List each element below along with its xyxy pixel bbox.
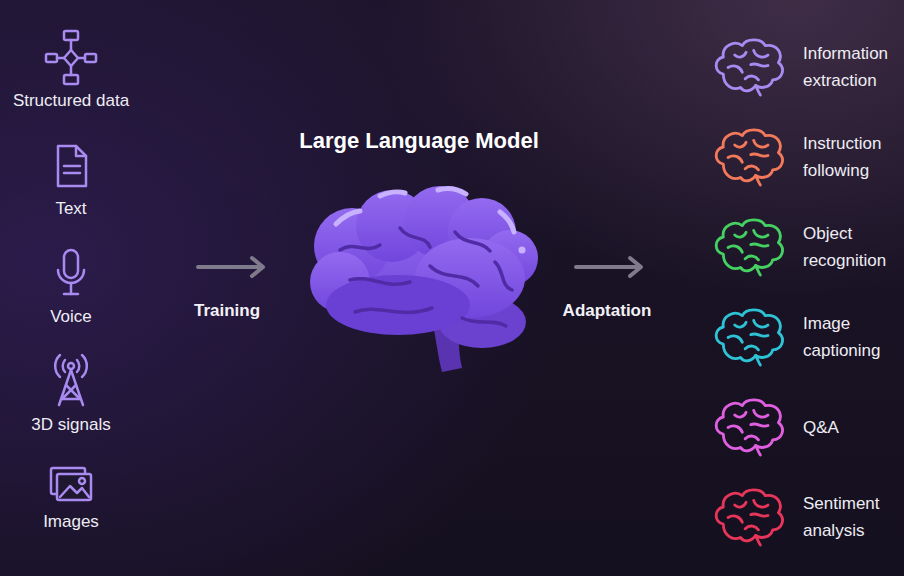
task-label: Instruction following <box>803 130 901 184</box>
brain-illustration <box>340 245 380 250</box>
model-title: Large Language Model <box>279 125 559 157</box>
images-icon <box>79 478 85 484</box>
model-node: Large Language Model <box>279 125 559 375</box>
brain-illustration <box>350 279 410 285</box>
task-item: Image captioning <box>706 302 901 372</box>
microphone-icon <box>58 250 84 294</box>
task-label: Sentiment analysis <box>803 490 901 544</box>
brain-icon <box>716 400 782 455</box>
document-icon <box>64 172 80 175</box>
task-item: Q&A <box>706 392 901 462</box>
task-label: Information extraction <box>803 40 901 94</box>
task-item: Information extraction <box>706 32 901 102</box>
brain-illustration <box>380 192 405 196</box>
antenna-icon <box>62 398 80 401</box>
brain-icon <box>716 40 782 95</box>
brain-icon <box>716 490 782 545</box>
brain-illustration <box>430 266 478 286</box>
flowchart-icon <box>85 54 96 62</box>
task-item: Sentiment analysis <box>706 482 901 552</box>
brain-illustration <box>326 275 470 335</box>
brain-illustration <box>462 318 506 326</box>
document-icon <box>58 146 86 186</box>
task-item: Instruction following <box>706 122 901 192</box>
flowchart-icon <box>46 31 96 84</box>
brain-illustration <box>519 247 526 254</box>
flowchart-icon <box>64 31 78 40</box>
flowchart-icon <box>64 50 78 66</box>
task-label: Q&A <box>803 414 901 441</box>
images-icon <box>60 486 89 497</box>
document-icon <box>64 165 80 168</box>
flowchart-icon <box>70 66 73 75</box>
input-item: Images <box>0 459 142 536</box>
brain-illustration <box>455 232 490 251</box>
brain-illustration <box>340 228 512 326</box>
antenna-icon <box>62 385 76 399</box>
brain-illustration <box>495 262 512 290</box>
brain-illustration <box>336 189 514 232</box>
flowchart-icon <box>46 54 57 62</box>
task-item: Object recognition <box>706 212 901 282</box>
images-icon <box>57 474 91 500</box>
task-label: Object recognition <box>803 220 901 274</box>
input-label: Voice <box>0 307 142 327</box>
antenna-icon <box>82 355 87 377</box>
input-label: Text <box>0 199 142 219</box>
microphone-icon <box>58 270 84 283</box>
brain-illustration <box>310 186 538 372</box>
antenna-icon <box>77 360 79 372</box>
arrow-label: Training <box>167 299 287 323</box>
input-item: Text <box>0 140 142 223</box>
flowchart-icon <box>70 40 73 50</box>
arrow <box>630 258 641 276</box>
arrow <box>252 258 263 276</box>
brain-illustration <box>500 212 514 232</box>
arrow <box>576 265 640 269</box>
document-icon <box>58 146 86 186</box>
brain-icon <box>716 130 782 185</box>
task-label: Image captioning <box>803 310 901 364</box>
brain-icon <box>716 40 782 545</box>
arrow-label: Adaptation <box>547 299 667 323</box>
input-label: 3D signals <box>0 415 142 435</box>
input-item: Structured data <box>0 32 142 115</box>
brain-icon <box>716 310 782 365</box>
antenna-icon <box>68 363 74 369</box>
arrow <box>198 265 262 269</box>
input-item: 3D signals <box>0 354 142 439</box>
input-item: Voice <box>0 246 142 331</box>
input-label: Structured data <box>0 91 142 111</box>
brain-icon <box>716 220 782 275</box>
brain-illustration <box>400 228 430 247</box>
antenna-icon <box>55 355 87 405</box>
microphone-icon <box>64 250 78 278</box>
antenna-icon <box>55 355 60 377</box>
images-icon <box>51 468 91 500</box>
brain-illustration <box>336 211 360 224</box>
brain-illustration <box>438 189 466 194</box>
input-label: Images <box>0 512 142 532</box>
microphone-icon <box>70 283 73 294</box>
brain-illustration <box>355 308 432 312</box>
document-icon <box>76 146 86 156</box>
microphone-icon <box>64 293 78 296</box>
flowchart-icon <box>64 75 78 84</box>
antenna-icon <box>63 360 65 372</box>
